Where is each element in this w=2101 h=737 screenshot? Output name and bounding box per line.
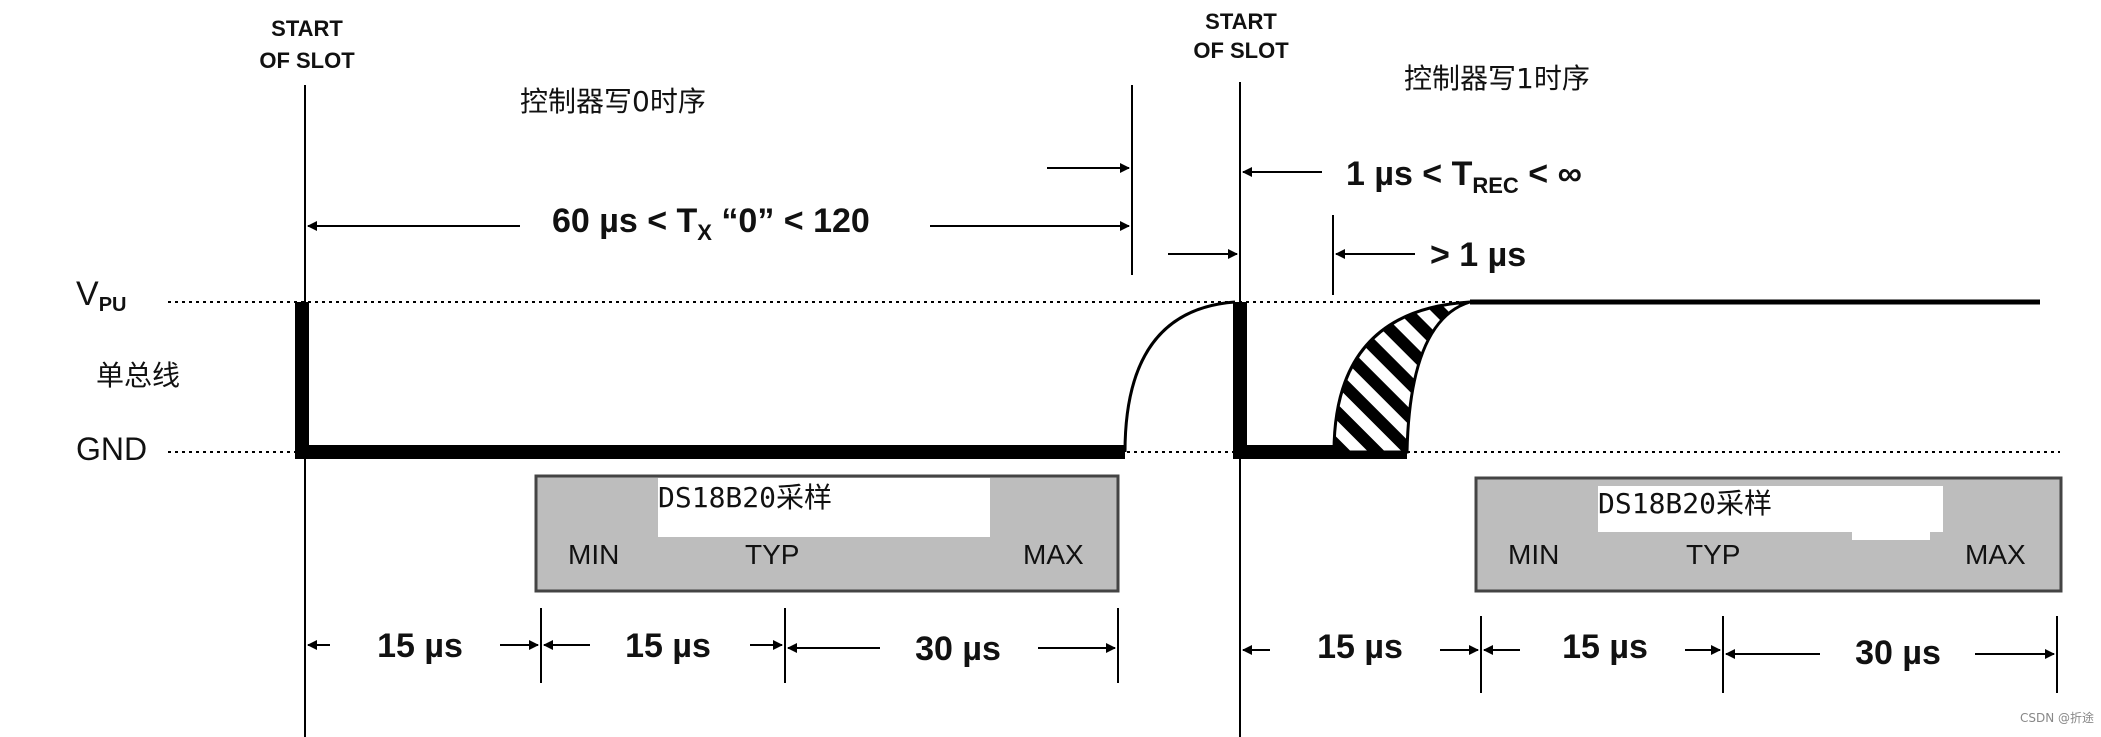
write0-waveform	[295, 302, 1125, 459]
sample-box-left-min: MIN	[568, 539, 619, 570]
dur-right-1: 15 µs	[1317, 628, 1403, 666]
sample-box-left-max: MAX	[1023, 539, 1084, 570]
watermark: CSDN @折途	[2020, 710, 2094, 725]
dur-left-1: 15 µs	[377, 627, 463, 665]
sample-box-right-max: MAX	[1965, 539, 2026, 570]
write0-title: 控制器写0时序	[520, 85, 706, 118]
start-slot-label-a-line1: START	[271, 16, 343, 41]
write1-rise-hatch	[1332, 300, 1471, 454]
sample-box-right-title: DS18B20采样	[1598, 487, 1772, 520]
sample-box-right-min: MIN	[1508, 539, 1559, 570]
sample-box-right-title-bg-2	[1852, 528, 1930, 540]
dur-left-3: 30 µs	[915, 630, 1001, 668]
tx0-label: 60 µs < TX “0” < 120	[552, 202, 870, 245]
write0-recovery-curve	[1123, 300, 1236, 453]
gt1-label: > 1 µs	[1430, 236, 1526, 274]
sample-box-left-typ: TYP	[745, 539, 799, 570]
sample-box-right-title-bg	[1598, 486, 1943, 532]
vpu-label: VPU	[76, 275, 126, 316]
start-slot-label-a-line2: OF SLOT	[259, 48, 355, 73]
sample-box-left-title: DS18B20采样	[658, 481, 832, 514]
write1-title: 控制器写1时序	[1404, 62, 1590, 95]
start-slot-label-b-line1: START	[1205, 9, 1277, 34]
trec-label: 1 µs < TREC < ∞	[1346, 155, 1582, 198]
dur-left-2: 15 µs	[625, 627, 711, 665]
sample-box-right-typ: TYP	[1686, 539, 1740, 570]
bus-label: 单总线	[96, 359, 180, 392]
dur-right-3: 30 µs	[1855, 634, 1941, 672]
gnd-label: GND	[76, 431, 147, 467]
dur-right-2: 15 µs	[1562, 628, 1648, 666]
sample-box-left-title-bg	[658, 478, 990, 537]
start-slot-label-b-line2: OF SLOT	[1193, 38, 1289, 63]
